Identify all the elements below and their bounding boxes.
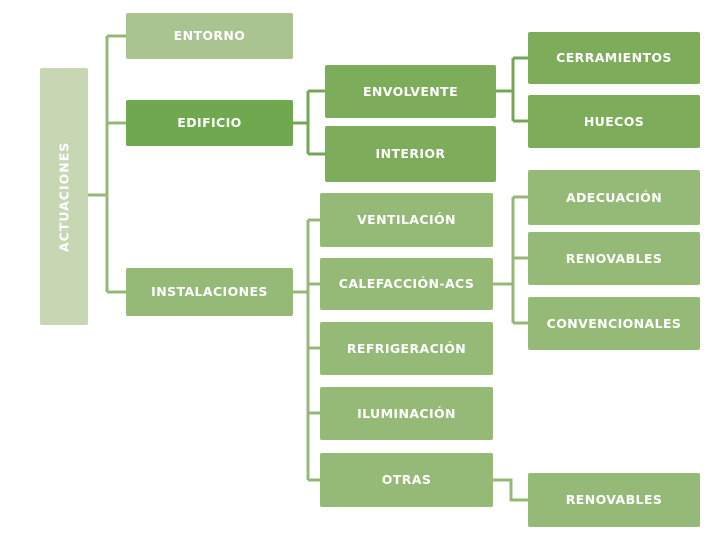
node-cerramientos: CERRAMIENTOS bbox=[528, 32, 700, 84]
node-interior: INTERIOR bbox=[325, 126, 496, 182]
node-renovables-otras: RENOVABLES bbox=[528, 473, 700, 527]
connector-calefaccion-children bbox=[493, 195, 528, 325]
node-adecuacion: ADECUACIÓN bbox=[528, 170, 700, 225]
node-actuaciones-label: ACTUACIONES bbox=[56, 141, 72, 252]
node-edificio: EDIFICIO bbox=[126, 100, 293, 146]
node-otras: OTRAS bbox=[320, 453, 493, 507]
connector-actuaciones-children bbox=[88, 34, 126, 294]
connector-otras-children bbox=[493, 478, 528, 502]
node-refrigeracion: REFRIGERACIÓN bbox=[320, 322, 493, 375]
node-actuaciones: ACTUACIONES bbox=[40, 68, 88, 325]
node-iluminacion: ILUMINACIÓN bbox=[320, 387, 493, 440]
node-entorno: ENTORNO bbox=[126, 13, 293, 59]
node-convencionales: CONVENCIONALES bbox=[528, 297, 700, 350]
node-envolvente: ENVOLVENTE bbox=[325, 65, 496, 118]
connector-envolvente-children bbox=[496, 56, 528, 123]
node-ventilacion: VENTILACIÓN bbox=[320, 193, 493, 247]
connector-edificio-children bbox=[293, 89, 325, 156]
node-instalaciones: INSTALACIONES bbox=[126, 268, 293, 316]
node-huecos: HUECOS bbox=[528, 95, 700, 148]
connector-instalaciones-children bbox=[293, 218, 320, 482]
node-calefaccion-acs: CALEFACCIÓN-ACS bbox=[320, 258, 493, 310]
node-renovables-calefaccion: RENOVABLES bbox=[528, 232, 700, 285]
